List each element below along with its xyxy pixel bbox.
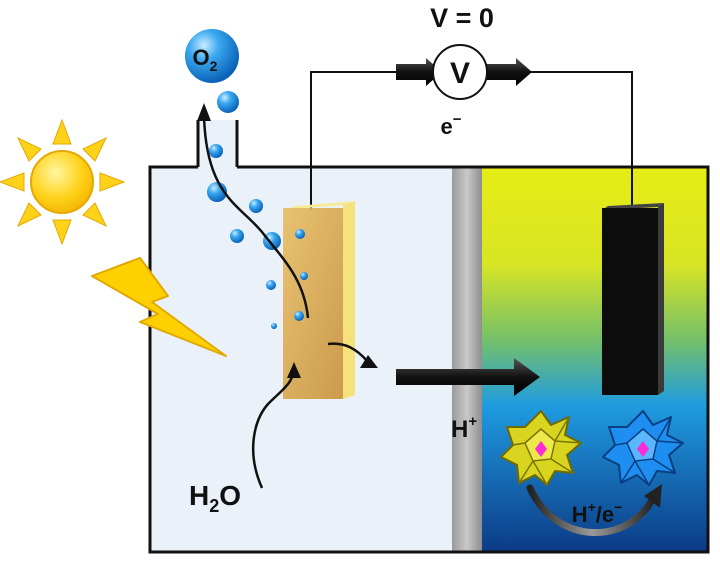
bubble bbox=[271, 323, 277, 329]
redox-label: H+/e− bbox=[572, 499, 623, 527]
water-path-arrow bbox=[251, 369, 296, 489]
bubble bbox=[230, 229, 244, 243]
oxygen-path-arrowhead bbox=[197, 103, 211, 121]
polyoxometalate-cluster-icon bbox=[500, 410, 582, 486]
reduction-cycle-arrow bbox=[526, 484, 658, 536]
electron-flow-arrow-right bbox=[486, 58, 532, 86]
proton-transport-arrow bbox=[396, 358, 540, 396]
bubble bbox=[294, 311, 304, 321]
sun-icon bbox=[0, 118, 126, 246]
cathode bbox=[602, 203, 664, 395]
bubble bbox=[295, 229, 305, 239]
voltmeter-icon: V bbox=[432, 44, 488, 100]
cathode-face bbox=[602, 208, 658, 395]
oxygen-bubble-icon: O2 bbox=[185, 29, 239, 83]
electron-label: e− bbox=[440, 111, 461, 139]
oxygen-label: O2 bbox=[193, 45, 218, 74]
cathode-edge bbox=[658, 203, 664, 395]
proton-label: H+ bbox=[451, 413, 477, 443]
bubble bbox=[249, 199, 263, 213]
lightning-icon bbox=[91, 257, 227, 357]
membrane bbox=[452, 167, 482, 552]
voltmeter-symbol: V bbox=[450, 57, 470, 90]
bubble bbox=[217, 91, 239, 113]
oxygen-path-arrow bbox=[202, 114, 310, 319]
photoanode-edge bbox=[343, 201, 355, 399]
bubble bbox=[263, 232, 281, 250]
photoanode-top bbox=[283, 201, 355, 210]
water-path-arrowhead bbox=[287, 362, 301, 378]
bubble bbox=[300, 272, 308, 280]
reduction-cycle-arrowhead bbox=[644, 484, 662, 508]
polyoxometalate-cluster-icon bbox=[602, 410, 684, 486]
proton-release-arrowhead bbox=[360, 355, 378, 368]
cathode-compartment bbox=[482, 167, 708, 552]
proton-release-arrow bbox=[327, 342, 369, 363]
cell-wall bbox=[148, 120, 710, 554]
bubble bbox=[209, 144, 223, 158]
reaction-arrows bbox=[197, 103, 378, 489]
external-circuit: V V = 0 e− bbox=[310, 3, 633, 210]
voltage-label: V = 0 bbox=[430, 3, 494, 33]
water-label: H2O bbox=[189, 480, 241, 516]
electron-flow-arrow-left bbox=[396, 58, 442, 86]
bubble bbox=[266, 280, 276, 290]
